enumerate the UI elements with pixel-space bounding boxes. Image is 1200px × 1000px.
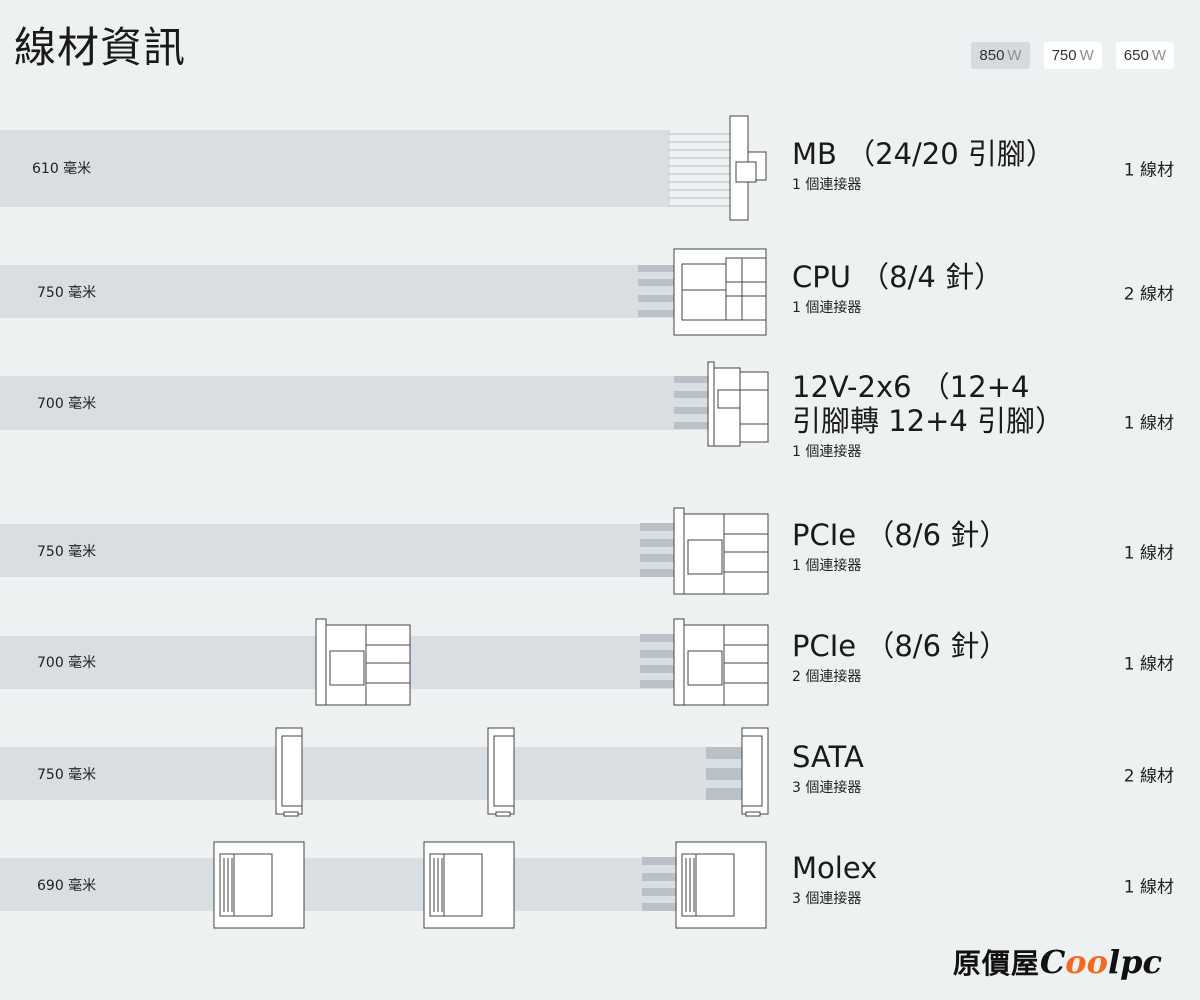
logo-lpc: lpc	[1107, 943, 1162, 981]
cable-info: PCIe （8/6 針） 1 個連接器	[792, 518, 1082, 575]
cable-bar	[0, 130, 670, 207]
12v-2x6-connector-icon	[674, 360, 774, 450]
cable-name: Molex	[792, 851, 878, 885]
tab-650w-value: 650	[1123, 47, 1149, 64]
cable-quantity: 1 線材	[1123, 413, 1174, 434]
tab-750w-unit: W	[1079, 47, 1094, 64]
cable-length: 750 毫米	[37, 767, 97, 783]
cable-name: PCIe （8/6 針）	[792, 518, 1009, 552]
cable-name: SATA	[792, 740, 864, 774]
sata-connector-icon	[274, 726, 306, 818]
logo-chinese: 原價屋	[952, 947, 1040, 980]
molex-connector-icon	[422, 840, 516, 930]
cable-info: Molex 3 個連接器	[792, 851, 1082, 908]
cable-info: CPU （8/4 針） 1 個連接器	[792, 260, 1082, 317]
connector-count: 1 個連接器	[792, 300, 862, 316]
pcie-connector-icon	[640, 506, 770, 596]
pcie-connector-icon	[640, 617, 770, 707]
cable-quantity: 1 線材	[1123, 877, 1174, 898]
cable-info: SATA 3 個連接器	[792, 740, 1082, 797]
cable-quantity: 1 線材	[1123, 654, 1174, 675]
molex-connector-icon	[642, 840, 770, 930]
tab-650w-unit: W	[1151, 47, 1166, 64]
cable-length: 750 毫米	[37, 285, 97, 301]
connector-count: 3 個連接器	[792, 891, 862, 907]
cable-length: 690 毫米	[37, 878, 97, 894]
pcie-connector-icon	[314, 617, 414, 707]
cable-name: 12V-2x6 （12+4 引腳轉 12+4 引腳）	[792, 370, 1065, 438]
connector-count: 2 個連接器	[792, 669, 862, 685]
cable-bar	[0, 747, 745, 800]
cable-name: CPU （8/4 針）	[792, 260, 1004, 294]
cable-quantity: 2 線材	[1123, 284, 1174, 305]
cable-length: 750 毫米	[37, 544, 97, 560]
cable-quantity: 2 線材	[1123, 766, 1174, 787]
cpu-connector-icon	[638, 248, 768, 338]
connector-count: 1 個連接器	[792, 558, 862, 574]
cable-length: 700 毫米	[37, 396, 97, 412]
cable-name: PCIe （8/6 針）	[792, 629, 1009, 663]
sata-connector-icon	[706, 726, 772, 818]
cable-info: MB （24/20 引腳） 1 個連接器	[792, 137, 1082, 194]
cable-quantity: 1 線材	[1123, 543, 1174, 564]
tab-850w-value: 850	[979, 47, 1005, 64]
connector-count: 3 個連接器	[792, 780, 862, 796]
cable-bar	[0, 524, 676, 577]
logo-c: C	[1039, 943, 1066, 981]
cable-bar	[0, 376, 712, 430]
cable-name: MB （24/20 引腳）	[792, 137, 1055, 171]
connector-count: 1 個連接器	[792, 444, 862, 460]
connector-count: 1 個連接器	[792, 177, 862, 193]
cable-bar	[0, 858, 680, 911]
sata-connector-icon	[486, 726, 518, 818]
cable-bar	[0, 265, 676, 318]
coolpc-logo: 原價屋 C oo lpc	[953, 942, 1162, 982]
tab-750w-value: 750	[1051, 47, 1077, 64]
cable-length: 700 毫米	[37, 655, 97, 671]
page-title: 線材資訊	[14, 23, 187, 72]
tab-850w-unit: W	[1007, 47, 1022, 64]
cable-length: 610 毫米	[32, 161, 92, 177]
cable-info: 12V-2x6 （12+4 引腳轉 12+4 引腳） 1 個連接器	[792, 370, 1065, 461]
cable-quantity: 1 線材	[1123, 160, 1174, 181]
molex-connector-icon	[212, 840, 306, 930]
cable-info: PCIe （8/6 針） 2 個連接器	[792, 629, 1082, 686]
logo-infinity: oo	[1065, 943, 1108, 981]
mb-connector-icon	[668, 114, 778, 224]
